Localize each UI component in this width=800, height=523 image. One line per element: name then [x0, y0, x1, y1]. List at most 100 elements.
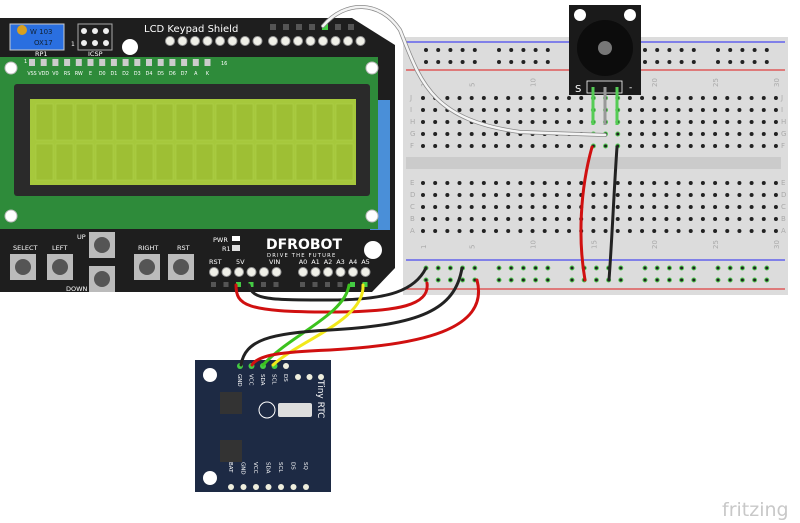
wire-black-rtc-gnd[interactable] [239, 266, 464, 367]
rail-hole[interactable] [752, 60, 757, 64]
breadboard-hole[interactable] [530, 217, 535, 221]
rail-hole[interactable] [447, 265, 453, 271]
power-socket[interactable] [223, 282, 229, 287]
breadboard-hole[interactable] [737, 96, 742, 100]
breadboard-hole[interactable] [773, 205, 778, 209]
breadboard-hole[interactable] [469, 181, 474, 185]
breadboard-hole[interactable] [421, 229, 425, 233]
breadboard-hole[interactable] [530, 144, 535, 148]
breadboard-hole[interactable] [627, 132, 632, 136]
breadboard-hole[interactable] [457, 217, 462, 221]
breadboard-hole[interactable] [421, 132, 425, 136]
breadboard-hole[interactable] [773, 144, 778, 148]
breadboard-hole[interactable] [603, 205, 608, 209]
breadboard-hole[interactable] [481, 96, 486, 100]
rail-hole[interactable] [520, 265, 526, 271]
analog-pin[interactable] [323, 267, 333, 277]
breadboard-hole[interactable] [518, 144, 523, 148]
breadboard-hole[interactable] [615, 181, 620, 185]
breadboard-hole[interactable] [700, 181, 705, 185]
power-socket[interactable] [261, 282, 266, 287]
breadboard-hole[interactable] [627, 193, 632, 197]
breadboard-hole[interactable] [664, 193, 669, 197]
rail-hole[interactable] [520, 277, 526, 283]
rail-hole[interactable] [545, 60, 550, 64]
breadboard-hole[interactable] [433, 193, 438, 197]
breadboard-hole[interactable] [640, 193, 645, 197]
breadboard-hole[interactable] [773, 132, 778, 136]
rail-hole[interactable] [593, 265, 599, 271]
rail-hole[interactable] [460, 277, 466, 283]
breadboard-hole[interactable] [676, 229, 681, 233]
breadboard-hole[interactable] [737, 217, 742, 221]
breadboard-hole[interactable] [725, 108, 730, 112]
breadboard-hole[interactable] [542, 144, 547, 148]
breadboard-hole[interactable] [688, 181, 693, 185]
header-pin[interactable] [305, 36, 316, 46]
breadboard-hole[interactable] [688, 144, 693, 148]
breadboard-hole[interactable] [700, 108, 705, 112]
breadboard-hole[interactable] [627, 144, 632, 148]
breadboard-hole[interactable] [481, 132, 486, 136]
rail-hole[interactable] [728, 60, 733, 64]
breadboard-hole[interactable] [700, 120, 705, 124]
breadboard-hole[interactable] [713, 144, 718, 148]
breadboard-hole[interactable] [640, 229, 645, 233]
breadboard-hole[interactable] [676, 96, 681, 100]
rail-hole[interactable] [691, 60, 696, 64]
rail-hole[interactable] [655, 48, 660, 52]
breadboard-hole[interactable] [469, 229, 474, 233]
breadboard-hole[interactable] [506, 96, 511, 100]
rail-hole[interactable] [593, 277, 599, 283]
rail-hole[interactable] [752, 48, 757, 52]
breadboard-hole[interactable] [530, 108, 535, 112]
breadboard-hole[interactable] [737, 120, 742, 124]
breadboard-hole[interactable] [652, 144, 657, 148]
breadboard-hole[interactable] [713, 205, 718, 209]
rtc-bottom-pin[interactable] [228, 484, 234, 490]
breadboard-hole[interactable] [627, 205, 632, 209]
breadboard-hole[interactable] [749, 181, 754, 185]
breadboard-hole[interactable] [725, 96, 730, 100]
breadboard-hole[interactable] [481, 193, 486, 197]
rail-hole[interactable] [679, 48, 684, 52]
breadboard-hole[interactable] [457, 108, 462, 112]
rail-hole[interactable] [691, 277, 697, 283]
breadboard-hole[interactable] [494, 181, 499, 185]
rail-hole[interactable] [654, 277, 660, 283]
rail-hole[interactable] [618, 277, 624, 283]
power-pin[interactable] [234, 267, 244, 277]
rail-hole[interactable] [509, 60, 514, 64]
analog-pin[interactable] [360, 267, 371, 277]
header-socket[interactable] [335, 24, 341, 30]
rail-hole[interactable] [472, 265, 478, 271]
breadboard-hole[interactable] [737, 132, 742, 136]
breadboard-hole[interactable] [530, 205, 535, 209]
analog-socket[interactable] [325, 282, 330, 287]
rail-hole[interactable] [497, 48, 501, 52]
rail-hole[interactable] [655, 60, 660, 64]
breadboard-hole[interactable] [506, 217, 511, 221]
breadboard-hole[interactable] [445, 229, 450, 233]
power-pin[interactable] [259, 267, 269, 277]
breadboard-hole[interactable] [457, 132, 462, 136]
breadboard-hole[interactable] [567, 120, 572, 124]
breadboard-hole[interactable] [615, 193, 620, 197]
rail-hole[interactable] [666, 265, 672, 271]
rail-hole[interactable] [728, 48, 733, 52]
breadboard-hole[interactable] [652, 96, 657, 100]
breadboard-hole[interactable] [652, 108, 657, 112]
analog-socket[interactable] [362, 282, 368, 287]
wire-black-buzzer[interactable] [607, 145, 619, 282]
breadboard-hole[interactable] [591, 181, 596, 185]
breadboard-hole[interactable] [749, 193, 754, 197]
header-pin[interactable] [227, 36, 238, 46]
breadboard-hole[interactable] [421, 193, 425, 197]
button-cap[interactable] [94, 271, 110, 287]
button-cap[interactable] [15, 259, 31, 275]
breadboard-hole[interactable] [603, 217, 608, 221]
rail-hole[interactable] [423, 277, 429, 283]
button-cap[interactable] [139, 259, 155, 275]
breadboard-hole[interactable] [713, 193, 718, 197]
breadboard-hole[interactable] [554, 217, 559, 221]
